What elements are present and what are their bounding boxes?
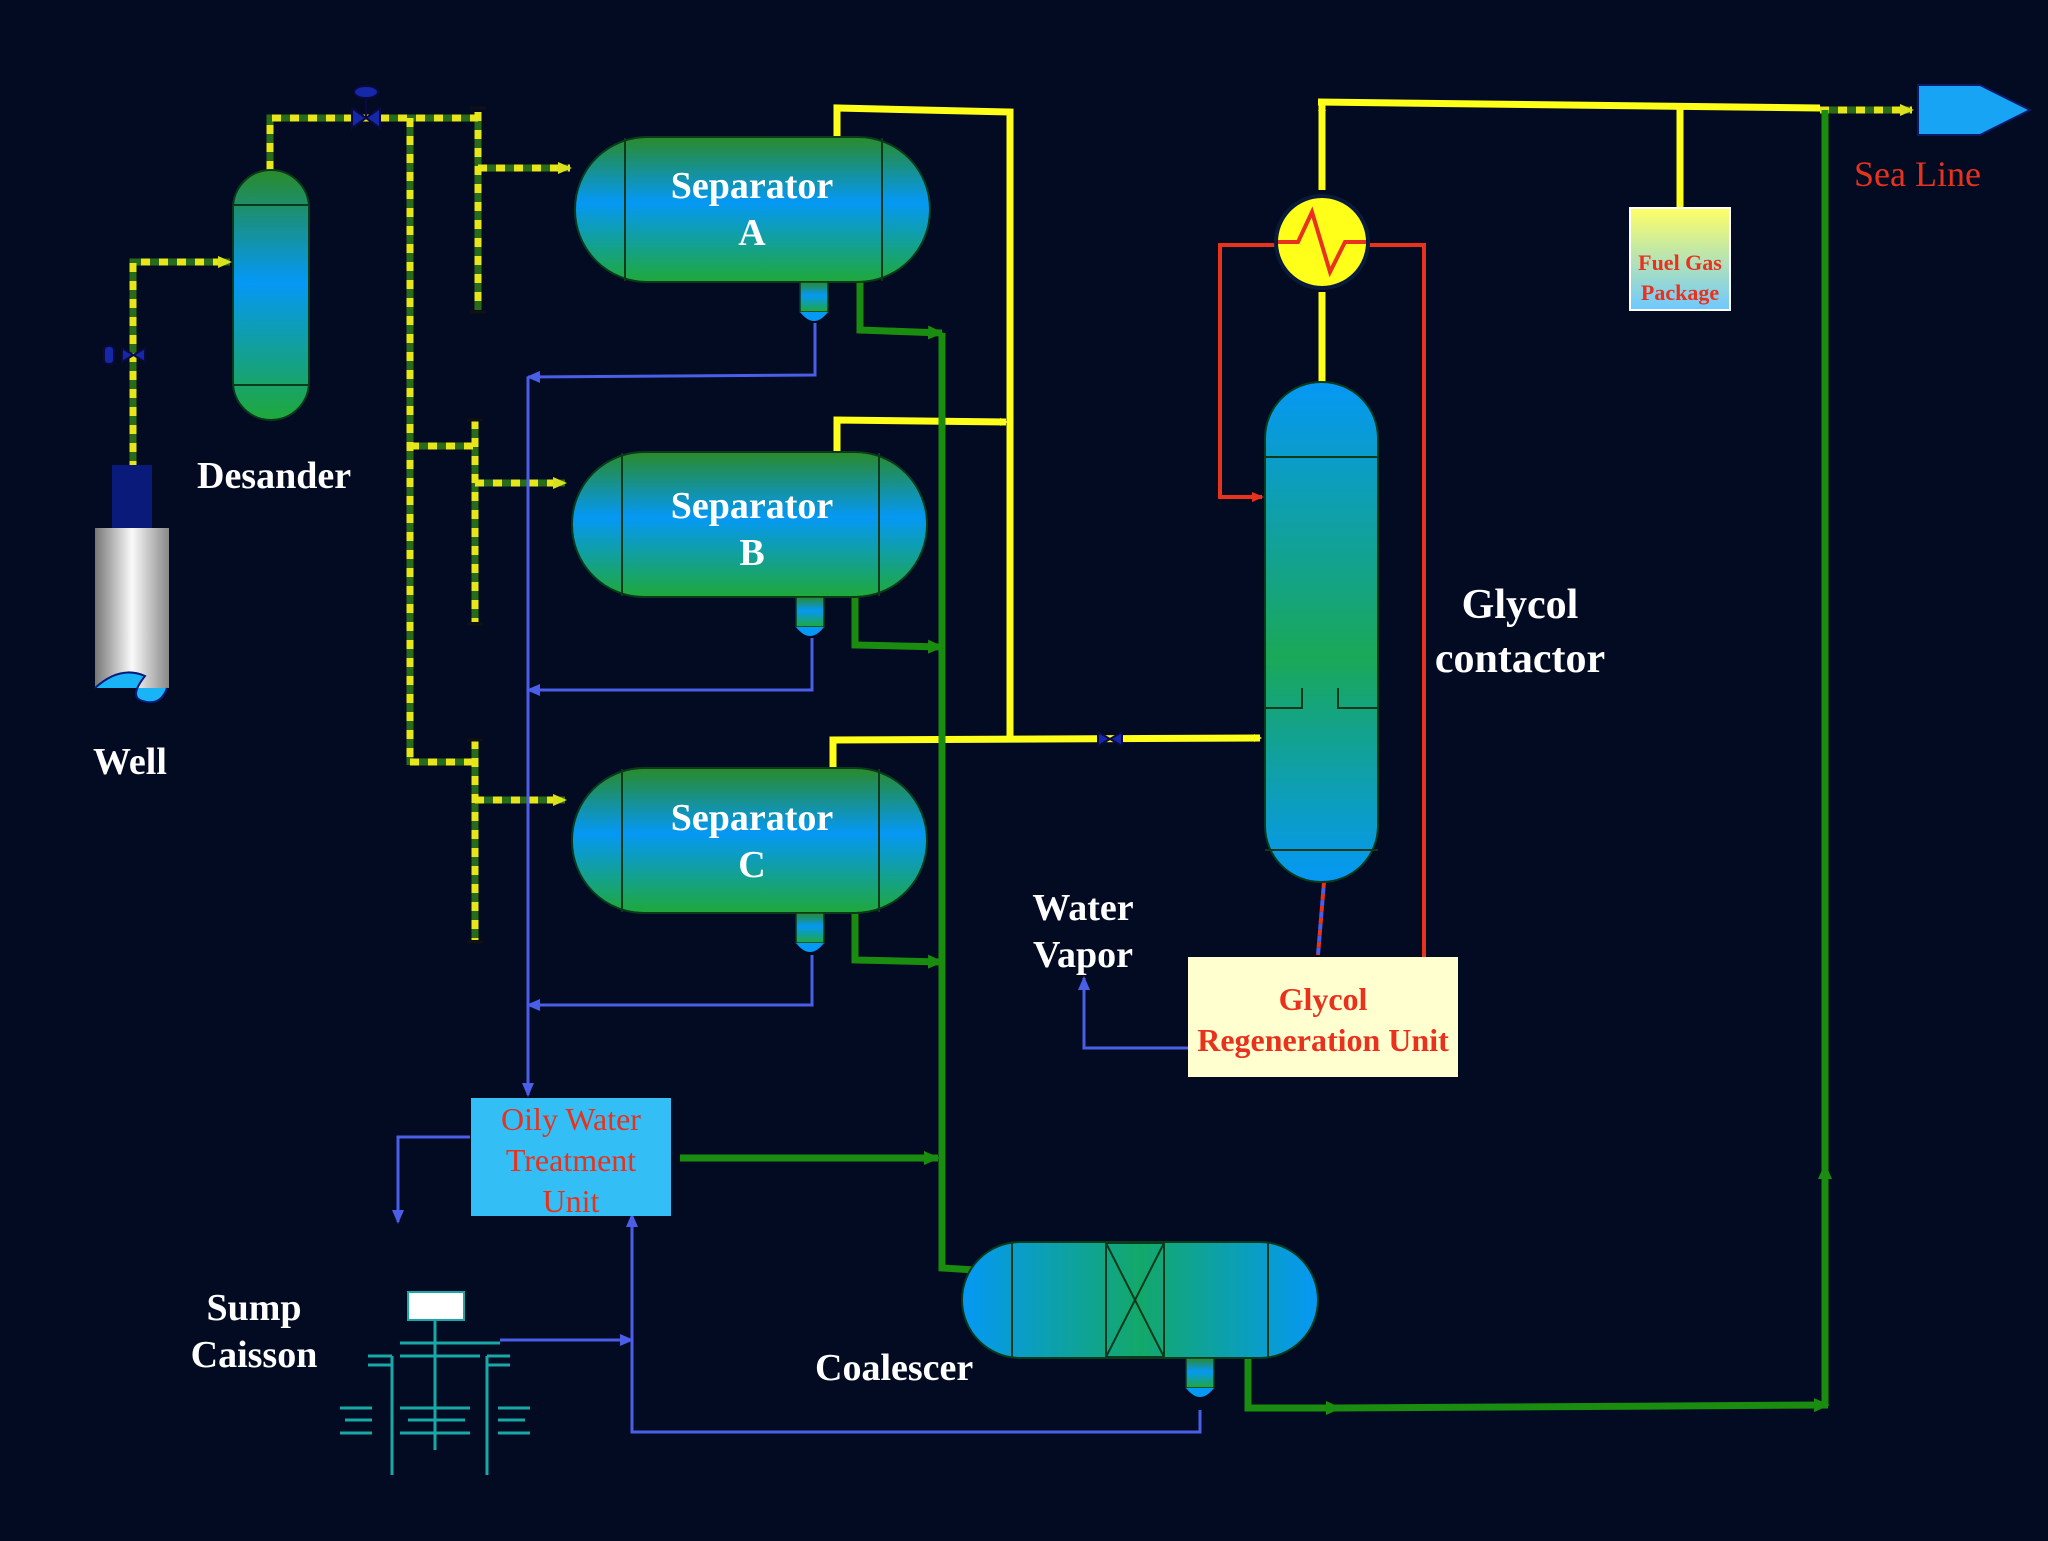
sump-caisson-label: Sump bbox=[206, 1287, 301, 1329]
coalescer-label: Coalescer bbox=[815, 1347, 973, 1389]
well-label: Well bbox=[93, 741, 167, 783]
glycol-lines bbox=[1218, 243, 1426, 957]
desander-label: Desander bbox=[197, 455, 351, 497]
oily-water-label: Oily Water bbox=[501, 1101, 641, 1137]
water-vapor-label-2: Vapor bbox=[1033, 934, 1133, 976]
water-vapor-label: Water bbox=[1032, 887, 1133, 929]
glycol-contactor-label: Glycol bbox=[1462, 582, 1579, 628]
water-lines bbox=[392, 323, 1202, 1434]
coalescer bbox=[961, 1241, 1319, 1397]
oily-water-label-3: Unit bbox=[543, 1183, 600, 1219]
sump-caisson bbox=[340, 1291, 530, 1475]
valve-icon bbox=[103, 345, 146, 365]
separator-b bbox=[571, 451, 928, 636]
separator-b-letter: B bbox=[739, 532, 764, 574]
well-fluid-lines bbox=[129, 104, 1914, 944]
glycol-contactor bbox=[1264, 381, 1379, 883]
oily-water-label-2: Treatment bbox=[506, 1142, 636, 1178]
separator-c bbox=[571, 767, 928, 952]
valve-icon bbox=[351, 85, 381, 130]
separator-c-label: Separator bbox=[671, 797, 834, 839]
sump-caisson-label-2: Caisson bbox=[191, 1334, 318, 1376]
glycol-contactor-label-2: contactor bbox=[1435, 636, 1605, 682]
liquid-lines bbox=[680, 110, 1832, 1415]
fuel-gas-package bbox=[1629, 207, 1731, 311]
separator-a-label: Separator bbox=[671, 165, 834, 207]
desander bbox=[232, 169, 310, 421]
glycol-regeneration-label: Glycol bbox=[1279, 981, 1368, 1017]
well bbox=[94, 465, 169, 704]
fuel-gas-label: Fuel Gas bbox=[1638, 250, 1722, 275]
valve-icon bbox=[1097, 730, 1123, 748]
pipeline-arrow-icon bbox=[1917, 84, 2033, 136]
separator-b-label: Separator bbox=[671, 485, 834, 527]
glycol-regeneration-unit bbox=[1188, 957, 1458, 1077]
oily-water-treatment-unit bbox=[471, 1098, 671, 1216]
glycol-regeneration-label-2: Regeneration Unit bbox=[1197, 1022, 1449, 1058]
heat-exchanger-icon bbox=[1274, 194, 1370, 290]
sea-line-label: Sea Line bbox=[1854, 154, 1981, 194]
fuel-gas-label-2: Package bbox=[1641, 280, 1719, 305]
separator-c-letter: C bbox=[738, 844, 765, 886]
separator-a bbox=[574, 136, 931, 321]
separator-a-letter: A bbox=[738, 212, 766, 254]
